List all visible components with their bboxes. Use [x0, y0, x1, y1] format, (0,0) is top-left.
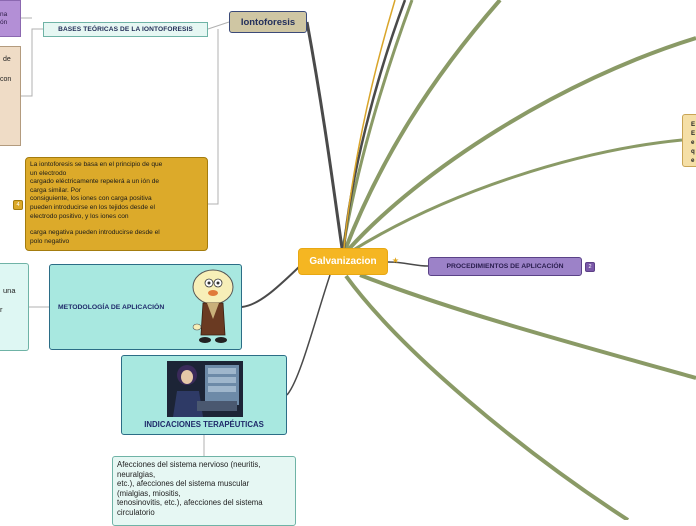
iontoforesis-node[interactable]: Iontoforesis — [229, 11, 307, 33]
metodologia-label: METODOLOGÍA DE APLICACIÓN — [58, 304, 165, 311]
procedimientos-node[interactable]: PROCEDIMIENTOS DE APLICACIÓN — [428, 257, 582, 276]
note-line: r — [0, 305, 3, 314]
star-icon: ★ — [391, 256, 400, 265]
note-line: electrodo positivo, y los iones con — [30, 212, 129, 220]
child-count-badge[interactable]: 2 — [585, 262, 595, 272]
note-line: con — [0, 76, 12, 83]
indicaciones-label: INDICACIONES TERAPÉUTICAS — [144, 420, 264, 429]
afecciones-note-node[interactable]: Afecciones del sistema nervioso (neuriti… — [112, 456, 296, 526]
central-topic-node[interactable]: Galvanizacion — [298, 248, 388, 275]
computer-user-image — [167, 361, 243, 417]
cartoon-character-image — [192, 269, 234, 343]
note-line: q — [691, 148, 695, 155]
note-line: E — [691, 121, 696, 128]
iontoforesis-principle-note[interactable]: La iontoforesis se basa en el principio … — [25, 157, 208, 251]
note-line: cargado eléctricamente repelerá a un ión… — [30, 178, 160, 186]
note-count-badge[interactable]: 4 — [13, 200, 23, 210]
cyan-note-node[interactable]: una r — [0, 263, 29, 351]
note-line: polo negativo — [30, 237, 70, 245]
indicaciones-node[interactable]: INDICACIONES TERAPÉUTICAS — [121, 355, 287, 435]
note-line: carga similar. Por — [30, 186, 81, 194]
note-line: e — [691, 157, 695, 164]
note-line: e — [691, 139, 695, 146]
note-line: ón — [0, 19, 8, 26]
note-line: etc.), afecciones del sistema muscular — [117, 479, 250, 488]
note-line: circulatorio — [117, 507, 155, 517]
note-line: un electrodo — [30, 169, 67, 177]
right-note-node[interactable]: E E e q e — [682, 114, 696, 167]
note-line: consiguiente, los iones con carga positi… — [30, 195, 152, 203]
note-line: Afecciones del sistema nervioso (neuriti… — [117, 460, 261, 469]
note-line: pueden introducirse en los tejidos desde… — [30, 203, 155, 211]
beige-note-node[interactable]: de con — [0, 46, 21, 146]
metodologia-node[interactable]: METODOLOGÍA DE APLICACIÓN — [49, 264, 242, 350]
note-line: La iontoforesis se basa en el principio … — [30, 161, 163, 168]
bases-teoricas-node[interactable]: BASES TEÓRICAS DE LA IONTOFORESIS — [43, 22, 208, 37]
note-line: neuralgias, — [117, 469, 156, 479]
note-line: carga negativa pueden introducirse desde… — [30, 229, 160, 237]
note-line: (mialgias, miositis, — [117, 488, 181, 498]
note-line: de — [3, 56, 11, 63]
purple-note-node[interactable]: na ón — [0, 0, 21, 37]
note-line: una — [3, 286, 16, 295]
note-line: na — [0, 11, 8, 18]
note-line: tenosinovitis, etc.), afecciones del sis… — [117, 498, 263, 507]
note-line: E — [691, 130, 696, 137]
